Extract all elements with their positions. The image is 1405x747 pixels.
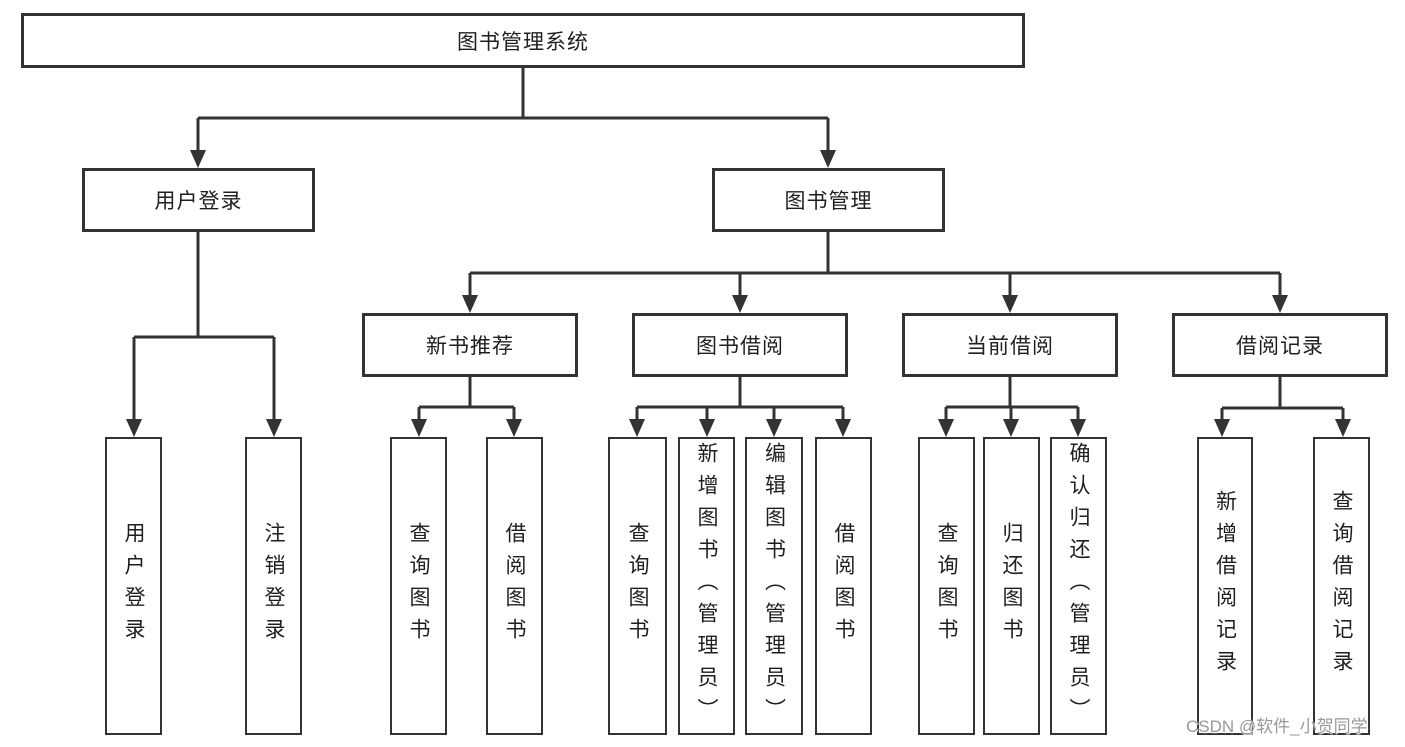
leaf-return-books: 归还图书 (983, 437, 1040, 735)
node-book-management-label: 图书管理 (784, 190, 873, 213)
node-book-management: 图书管理 (712, 168, 945, 232)
arrowhead (462, 295, 478, 313)
leaf-recommend-borrow-books-label: 借阅图书 (503, 522, 526, 650)
leaf-confirm-return-admin: 确认归还（管理员） (1050, 437, 1107, 735)
arrowhead (126, 419, 142, 437)
node-book-borrow-label: 图书借阅 (696, 335, 784, 358)
leaf-recommend-query-books-label: 查询图书 (407, 522, 430, 650)
leaf-recommend-query-books: 查询图书 (390, 437, 447, 735)
arrowhead (820, 150, 836, 168)
leaf-add-books-admin-label: 新增图书（管理员） (695, 442, 718, 730)
edge-line (635, 377, 845, 421)
arrowhead (1070, 419, 1086, 437)
edge-line (1220, 377, 1345, 421)
leaf-query-borrow-record: 查询借阅记录 (1313, 437, 1370, 735)
edge-line (944, 377, 1080, 421)
node-borrow-records-label: 借阅记录 (1236, 335, 1324, 358)
arrowhead (699, 419, 715, 437)
leaf-query-borrow-record-label: 查询借阅记录 (1330, 490, 1353, 682)
edge-line (417, 377, 516, 421)
node-user-login: 用户登录 (82, 168, 315, 232)
leaf-add-borrow-record-label: 新增借阅记录 (1213, 490, 1237, 682)
leaf-logout-label: 注销登录 (262, 522, 285, 650)
arrowhead (1272, 295, 1288, 313)
leaf-confirm-return-admin-label: 确认归还（管理员） (1067, 442, 1090, 730)
node-book-borrow: 图书借阅 (632, 313, 848, 377)
arrowhead (1335, 419, 1351, 437)
edge-borrow-records-children (1214, 377, 1351, 437)
arrowhead (506, 419, 522, 437)
leaf-add-borrow-record: 新增借阅记录 (1197, 437, 1253, 735)
arrowhead (835, 419, 851, 437)
leaf-recommend-borrow-books: 借阅图书 (486, 437, 543, 735)
edge-line (468, 232, 1282, 297)
arrowhead (1214, 419, 1230, 437)
leaf-current-query-books-label: 查询图书 (935, 522, 958, 650)
arrowhead (938, 419, 954, 437)
leaf-borrow-query-books: 查询图书 (608, 437, 667, 735)
edge-new-book-rec-children (411, 377, 522, 437)
node-current-borrow: 当前借阅 (902, 313, 1118, 377)
edge-book-borrow-children (629, 377, 851, 437)
arrowhead (732, 295, 748, 313)
node-current-borrow-label: 当前借阅 (966, 335, 1054, 358)
leaf-user-login-label: 用户登录 (122, 522, 145, 650)
arrowhead (190, 150, 206, 168)
node-borrow-records: 借阅记录 (1172, 313, 1388, 377)
leaf-edit-books-admin-label: 编辑图书（管理员） (762, 442, 786, 730)
leaf-current-query-books: 查询图书 (918, 437, 975, 735)
leaf-borrow-query-books-label: 查询图书 (626, 522, 649, 650)
csdn-watermark: CSDN @软件_小贺同学 (1186, 717, 1368, 736)
arrowhead (766, 419, 782, 437)
arrowhead (1003, 419, 1019, 437)
leaf-add-books-admin: 新增图书（管理员） (678, 437, 735, 735)
arrowhead (266, 419, 282, 437)
edge-line (196, 68, 830, 152)
arrowhead (411, 419, 427, 437)
leaf-logout: 注销登录 (245, 437, 302, 735)
node-new-book-recommend-label: 新书推荐 (426, 335, 514, 358)
leaf-return-books-label: 归还图书 (1000, 522, 1023, 650)
edge-user-login-children (126, 232, 282, 437)
leaf-borrow-books-label: 借阅图书 (832, 522, 855, 650)
node-root-label: 图书管理系统 (457, 30, 589, 54)
leaf-borrow-books: 借阅图书 (815, 437, 872, 735)
edge-root-to-level2 (190, 68, 836, 168)
leaf-edit-books-admin: 编辑图书（管理员） (745, 437, 803, 735)
leaf-user-login: 用户登录 (105, 437, 162, 735)
edge-line (132, 232, 276, 421)
edge-current-borrow-children (938, 377, 1086, 437)
edge-book-mgmt-children (462, 232, 1288, 313)
node-user-login-label: 用户登录 (154, 190, 243, 213)
node-new-book-recommend: 新书推荐 (362, 313, 578, 377)
arrowhead (1002, 295, 1018, 313)
arrowhead (629, 419, 645, 437)
node-root: 图书管理系统 (21, 13, 1025, 68)
